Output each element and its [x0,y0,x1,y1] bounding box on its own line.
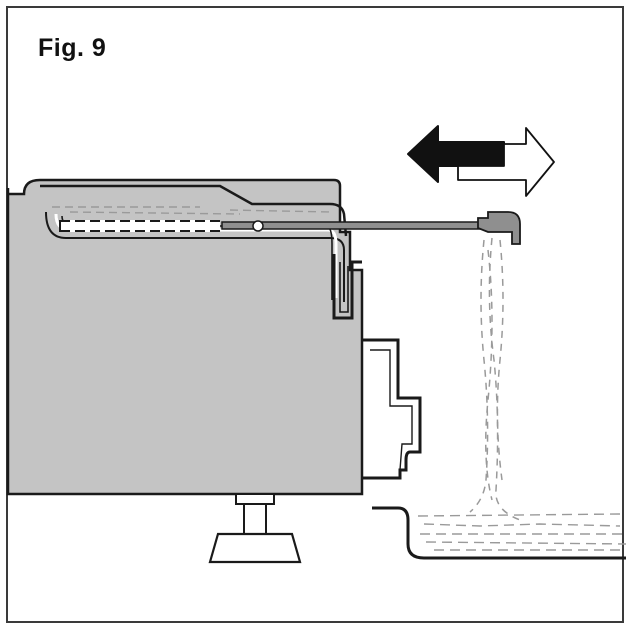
filter-insert [60,220,220,232]
appliance-lid [40,184,348,237]
arrow-right-outline-icon [457,127,555,197]
wall-profile [362,338,422,480]
filter-channel [45,211,345,302]
drain-bracket [332,254,362,320]
appliance-body [6,178,364,496]
pooled-water [417,513,627,551]
water-tray [372,506,626,560]
filter-rod-handle[interactable] [477,211,521,245]
water-stream [469,237,521,521]
filter-rod[interactable] [221,211,521,245]
housing-water-lines [52,206,331,215]
figure-label: Fig. 9 [38,34,107,62]
leveling-foot [208,493,302,564]
